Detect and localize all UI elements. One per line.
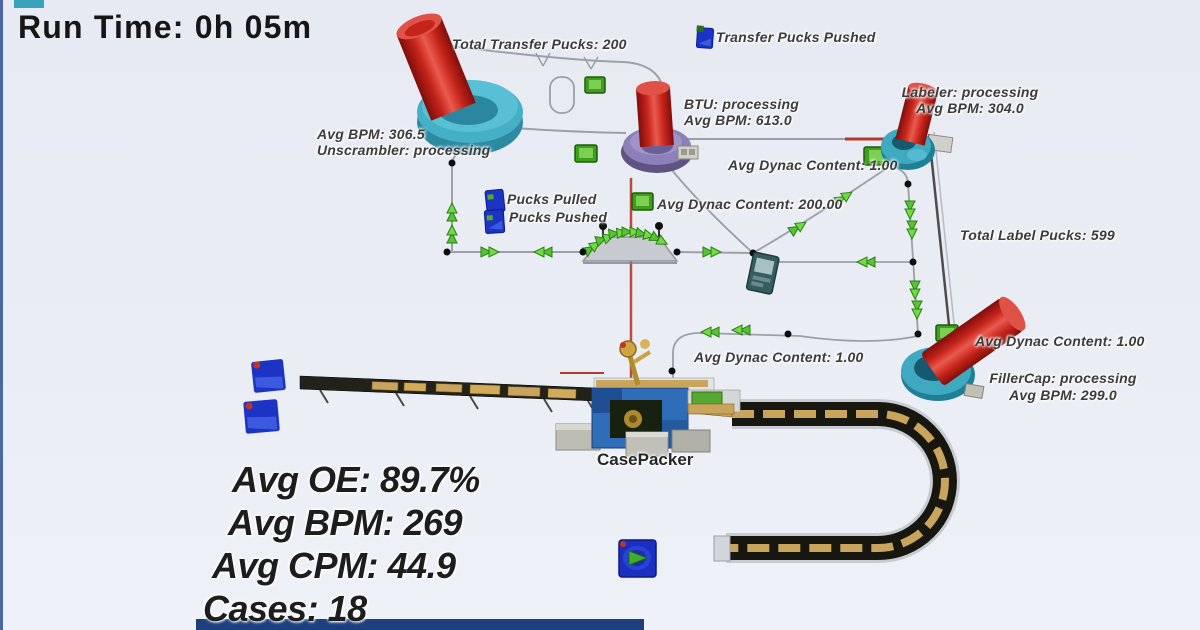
summary-cases: Cases: 18 bbox=[203, 588, 367, 629]
unscrambler-machine[interactable] bbox=[393, 8, 523, 155]
robot-arm bbox=[619, 339, 652, 386]
casepacker-machine[interactable] bbox=[555, 339, 741, 457]
labeler-machine[interactable] bbox=[881, 80, 954, 170]
scanner-device[interactable] bbox=[745, 251, 780, 295]
dynac-btu-out-label: Avg Dynac Content: 1.00 bbox=[728, 157, 898, 173]
blue-parcel bbox=[242, 398, 281, 435]
transfer-pucks-icon bbox=[695, 25, 715, 49]
blue-parcel bbox=[250, 358, 287, 394]
summary-avg-bpm: Avg BPM: 269 bbox=[228, 502, 463, 543]
pucks-pushed-icon bbox=[483, 209, 506, 235]
pucks-pulled-label: Pucks Pulled bbox=[507, 191, 597, 207]
unscrambler-label: Avg BPM: 306.5 Unscrambler: processing bbox=[317, 126, 490, 158]
unscrambler-status: Unscrambler: processing bbox=[317, 142, 491, 158]
btu-bpm: Avg BPM: 613.0 bbox=[684, 112, 792, 128]
window-chrome bbox=[0, 0, 644, 630]
fillercap-status: FillerCap: processing bbox=[989, 370, 1137, 386]
unscrambler-bpm: Avg BPM: 306.5 bbox=[317, 126, 425, 142]
label-rail bbox=[927, 131, 957, 345]
green-sensor-icon bbox=[631, 192, 654, 211]
total-transfer-pucks-label: Total Transfer Pucks: 200 bbox=[452, 36, 627, 52]
pucks-pulled-icon bbox=[484, 188, 506, 214]
labeler-status: Labeler: processing bbox=[901, 84, 1039, 100]
casepacker-label: CasePacker bbox=[597, 450, 694, 469]
dynac-casepacker-label: Avg Dynac Content: 1.00 bbox=[694, 349, 864, 365]
infeed-conveyor[interactable] bbox=[299, 375, 597, 415]
case-conveyor-u[interactable] bbox=[689, 399, 960, 563]
labeler-bpm: Avg BPM: 304.0 bbox=[916, 100, 1024, 116]
flow-source-icon bbox=[618, 539, 657, 578]
labeler-label: Labeler: processing Avg BPM: 304.0 bbox=[885, 84, 1055, 116]
btu-label: BTU: processing Avg BPM: 613.0 bbox=[684, 96, 799, 128]
run-time-label: Run Time: 0h 05m bbox=[18, 9, 313, 45]
sensor-boxes bbox=[574, 76, 890, 211]
dynac-main-label: Avg Dynac Content: 200.00 bbox=[657, 196, 843, 212]
green-sensor-icon bbox=[584, 76, 606, 94]
dynac-ramp[interactable] bbox=[581, 222, 679, 264]
dynac-filler-label: Avg Dynac Content: 1.00 bbox=[975, 333, 1145, 349]
fillercap-label: FillerCap: processing Avg BPM: 299.0 bbox=[963, 370, 1163, 404]
btu-status: BTU: processing bbox=[684, 96, 800, 112]
summary-avg-cpm: Avg CPM: 44.9 bbox=[212, 545, 456, 586]
fillercap-bpm: Avg BPM: 299.0 bbox=[1009, 387, 1117, 403]
btu-machine[interactable] bbox=[621, 80, 699, 173]
summary-avg-oe: Avg OE: 89.7% bbox=[232, 459, 480, 500]
fillercap-machine[interactable] bbox=[901, 293, 1030, 401]
total-label-pucks-label: Total Label Pucks: 599 bbox=[960, 227, 1115, 243]
green-sensor-icon bbox=[574, 144, 598, 163]
transfer-pucks-pushed-label: Transfer Pucks Pushed bbox=[716, 29, 876, 45]
pucks-pushed-label: Pucks Pushed bbox=[509, 209, 608, 225]
